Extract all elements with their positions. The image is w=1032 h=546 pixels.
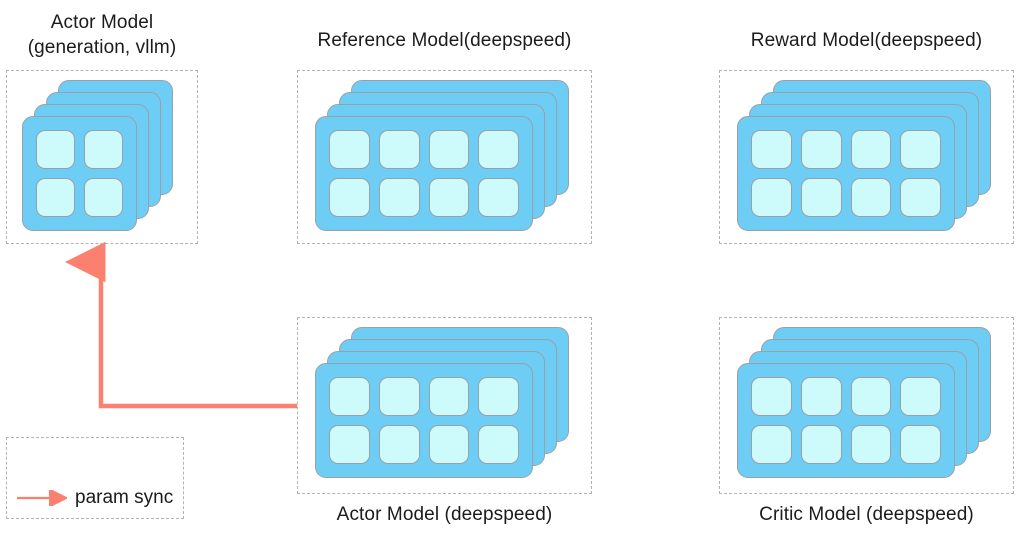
group-actor-vllm: Actor Model (generation, vllm) [6, 10, 198, 244]
legend-box: param sync [6, 437, 184, 519]
model-shard-cell [36, 178, 75, 217]
model-card-layer-1 [737, 116, 955, 231]
model-card-layer-1 [737, 363, 955, 478]
model-shard-cell [900, 425, 941, 464]
model-shard-cell [900, 130, 941, 169]
param-sync-arrow-icon [17, 490, 67, 506]
model-shard-cell [850, 130, 892, 169]
model-stack-reward-model[interactable] [737, 80, 999, 235]
model-shard-cell [329, 377, 370, 416]
group-boundary-reference-model [297, 70, 592, 244]
model-shard-cell [751, 377, 792, 416]
group-reward-model: Reward Model(deepspeed) [719, 28, 1014, 244]
model-card-layer-1 [22, 116, 137, 231]
group-actor-deepspeed: Actor Model (deepspeed) [297, 317, 592, 529]
model-shard-cell [751, 425, 792, 464]
model-shard-cell [478, 425, 519, 464]
model-shard-cell [428, 377, 470, 416]
model-shard-cell [900, 178, 941, 217]
model-shard-cell [84, 130, 123, 169]
model-shard-cell [428, 178, 470, 217]
model-stack-actor-vllm[interactable] [22, 80, 182, 235]
model-stack-critic-model[interactable] [737, 327, 999, 484]
model-shard-cell [800, 130, 842, 169]
group-boundary-reward-model [719, 70, 1014, 244]
model-shard-cell [329, 425, 370, 464]
model-shard-cell [478, 377, 519, 416]
model-stack-actor-deepspeed[interactable] [315, 327, 577, 484]
group-label-actor-deepspeed: Actor Model (deepspeed) [336, 504, 553, 525]
model-shard-cell [36, 130, 75, 169]
model-shard-cell [378, 425, 420, 464]
group-label-actor-vllm: Actor Model (generation, vllm) [27, 12, 177, 58]
model-shard-cell [751, 130, 792, 169]
model-shard-cell [850, 425, 892, 464]
group-boundary-critic-model [719, 317, 1014, 494]
model-stack-reference-model[interactable] [315, 80, 577, 235]
model-shard-cell [800, 178, 842, 217]
model-shard-cell [428, 130, 470, 169]
model-shard-cell [900, 377, 941, 416]
group-boundary-actor-vllm [6, 70, 198, 244]
group-label-reward-model: Reward Model(deepspeed) [750, 30, 983, 51]
legend-item-param-sync: param sync [15, 487, 173, 509]
model-shard-cell [378, 377, 420, 416]
group-critic-model: Critic Model (deepspeed) [719, 317, 1014, 529]
legend-label: param sync [75, 487, 174, 508]
model-shard-cell [478, 130, 519, 169]
model-shard-cell [428, 425, 470, 464]
model-shard-cell [800, 425, 842, 464]
group-label-reference-model: Reference Model(deepspeed) [317, 30, 572, 51]
model-shard-cell [329, 178, 370, 217]
model-shard-cell [800, 377, 842, 416]
model-shard-cell [329, 130, 370, 169]
model-shard-cell [84, 178, 123, 217]
model-card-layer-1 [315, 116, 533, 231]
model-shard-cell [850, 178, 892, 217]
model-shard-cell [378, 130, 420, 169]
model-shard-cell [378, 178, 420, 217]
model-shard-cell [751, 178, 792, 217]
group-boundary-actor-deepspeed [297, 317, 592, 494]
group-reference-model: Reference Model(deepspeed) [297, 28, 592, 244]
model-card-layer-1 [315, 363, 533, 478]
model-shard-cell [478, 178, 519, 217]
model-shard-cell [850, 377, 892, 416]
group-label-critic-model: Critic Model (deepspeed) [759, 504, 974, 525]
